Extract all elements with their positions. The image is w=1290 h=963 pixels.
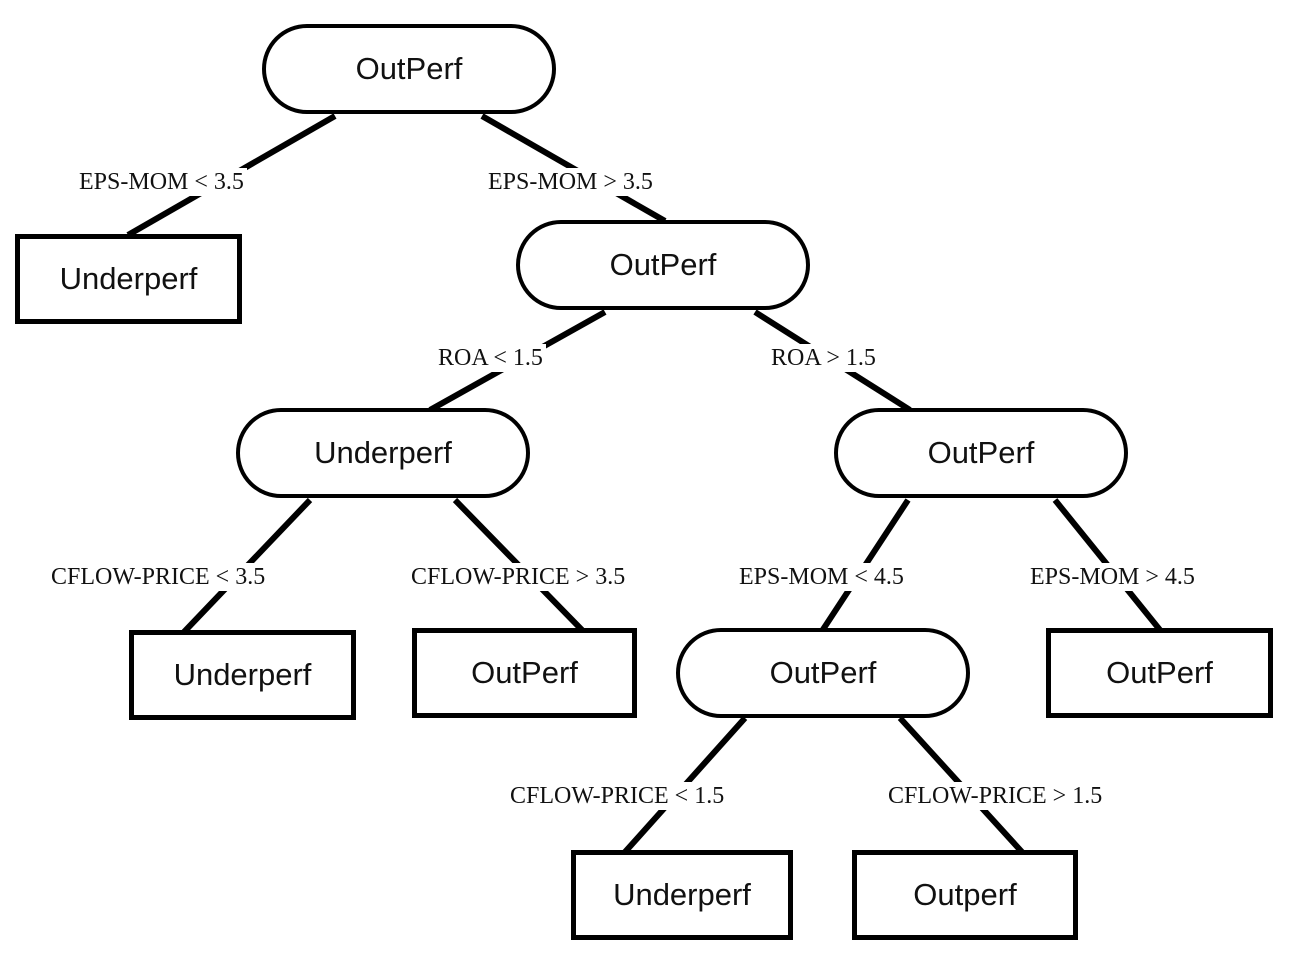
edge-label-roa-gt-1-5: ROA > 1.5 [768,344,879,372]
edge-label-eps-mom-gt-4-5: EPS-MOM > 4.5 [1027,563,1198,591]
node-left-2: Underperf [236,408,530,498]
leaf-outperf-2: OutPerf [1046,628,1273,718]
edge-label-cflow-price-lt-3-5: CFLOW-PRICE < 3.5 [48,563,269,591]
edge-label-eps-mom-gt-3-5: EPS-MOM > 3.5 [485,168,656,196]
edge-label-cflow-price-gt-1-5: CFLOW-PRICE > 1.5 [885,782,1106,810]
edge-label-eps-mom-lt-4-5: EPS-MOM < 4.5 [736,563,907,591]
leaf-underperf-1: Underperf [15,234,242,324]
leaf-underperf-2: Underperf [129,630,356,720]
leaf-outperf-1: OutPerf [412,628,637,718]
leaf-outperf-3: Outperf [852,850,1078,940]
edge-label-cflow-price-gt-3-5: CFLOW-PRICE > 3.5 [408,563,629,591]
leaf-underperf-3: Underperf [571,850,793,940]
node-mid-3: OutPerf [676,628,970,718]
node-root: OutPerf [262,24,556,114]
edge-label-roa-lt-1-5: ROA < 1.5 [435,344,546,372]
edge-label-cflow-price-lt-1-5: CFLOW-PRICE < 1.5 [507,782,728,810]
node-right-2: OutPerf [834,408,1128,498]
node-right-1: OutPerf [516,220,810,310]
edge-label-eps-mom-lt-3-5: EPS-MOM < 3.5 [76,168,247,196]
